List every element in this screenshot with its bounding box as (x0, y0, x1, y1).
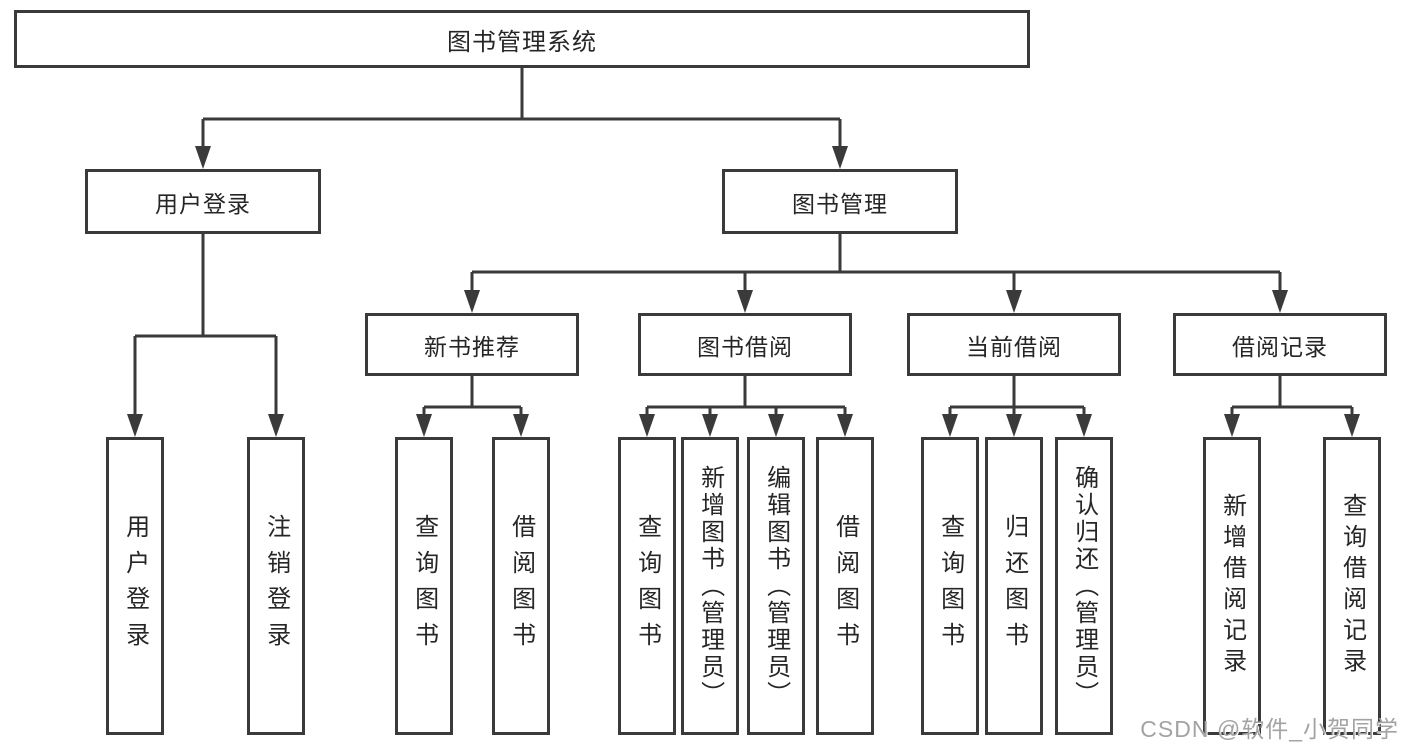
node-book-management: 图书管理 (722, 169, 958, 234)
node-borrow-records-label: 借阅记录 (1232, 333, 1328, 360)
node-current-borrow: 当前借阅 (907, 313, 1121, 376)
leaf-bb-borrow-books-label: 借阅图书 (831, 514, 859, 658)
connector-current-borrow-to-leaves (942, 376, 1092, 437)
leaf-user-login-label: 用户登录 (121, 514, 149, 658)
leaf-rec-borrow-books: 借阅图书 (492, 437, 550, 735)
node-new-book-recommend: 新书推荐 (365, 313, 579, 376)
node-new-book-recommend-label: 新书推荐 (424, 333, 520, 360)
leaf-bb-edit-books-admin: 编辑图书（管理员） (747, 437, 805, 735)
leaf-cb-return-books-label: 归还图书 (1000, 514, 1028, 658)
leaf-br-add-record-label: 新增借阅记录 (1218, 493, 1246, 679)
leaf-bb-borrow-books: 借阅图书 (816, 437, 874, 735)
leaf-bb-edit-books-admin-label: 编辑图书（管理员） (762, 464, 790, 708)
leaf-cb-confirm-return-admin-label: 确认归还（管理员） (1070, 464, 1098, 708)
leaf-bb-add-books-admin-label: 新增图书（管理员） (696, 464, 724, 708)
leaf-br-add-record: 新增借阅记录 (1203, 437, 1261, 735)
node-book-management-label: 图书管理 (792, 190, 888, 217)
leaf-cb-confirm-return-admin: 确认归还（管理员） (1055, 437, 1113, 735)
connector-book-borrow-to-leaves (639, 376, 853, 437)
connector-borrow-records-to-leaves (1224, 376, 1360, 437)
leaf-bb-add-books-admin: 新增图书（管理员） (681, 437, 739, 735)
leaf-cb-return-books: 归还图书 (985, 437, 1043, 735)
node-user-login-label: 用户登录 (155, 190, 251, 217)
leaf-cb-query-books-label: 查询图书 (936, 514, 964, 658)
leaf-logout: 注销登录 (247, 437, 305, 735)
leaf-rec-query-books: 查询图书 (395, 437, 453, 735)
node-book-borrow: 图书借阅 (638, 313, 852, 376)
leaf-br-query-record: 查询借阅记录 (1323, 437, 1381, 735)
leaf-br-query-record-label: 查询借阅记录 (1338, 493, 1366, 679)
connector-root-to-level2 (195, 68, 848, 169)
node-root-label: 图书管理系统 (447, 28, 597, 56)
leaf-rec-borrow-books-label: 借阅图书 (507, 514, 535, 658)
leaf-cb-query-books: 查询图书 (921, 437, 979, 735)
connector-user-login-to-leaves (127, 234, 284, 437)
csdn-watermark: CSDN @软件_小贺同学 (1140, 716, 1399, 742)
connector-book-mgmt-to-level3 (464, 234, 1288, 313)
node-current-borrow-label: 当前借阅 (966, 333, 1062, 360)
node-book-borrow-label: 图书借阅 (697, 333, 793, 360)
leaf-user-login: 用户登录 (106, 437, 164, 735)
leaf-logout-label: 注销登录 (262, 514, 290, 658)
connector-new-book-rec-to-leaves (416, 376, 529, 437)
node-user-login: 用户登录 (85, 169, 321, 234)
leaf-bb-query-books: 查询图书 (618, 437, 676, 735)
leaf-bb-query-books-label: 查询图书 (633, 514, 661, 658)
node-root-system: 图书管理系统 (14, 10, 1030, 68)
node-borrow-records: 借阅记录 (1173, 313, 1387, 376)
leaf-rec-query-books-label: 查询图书 (410, 514, 438, 658)
